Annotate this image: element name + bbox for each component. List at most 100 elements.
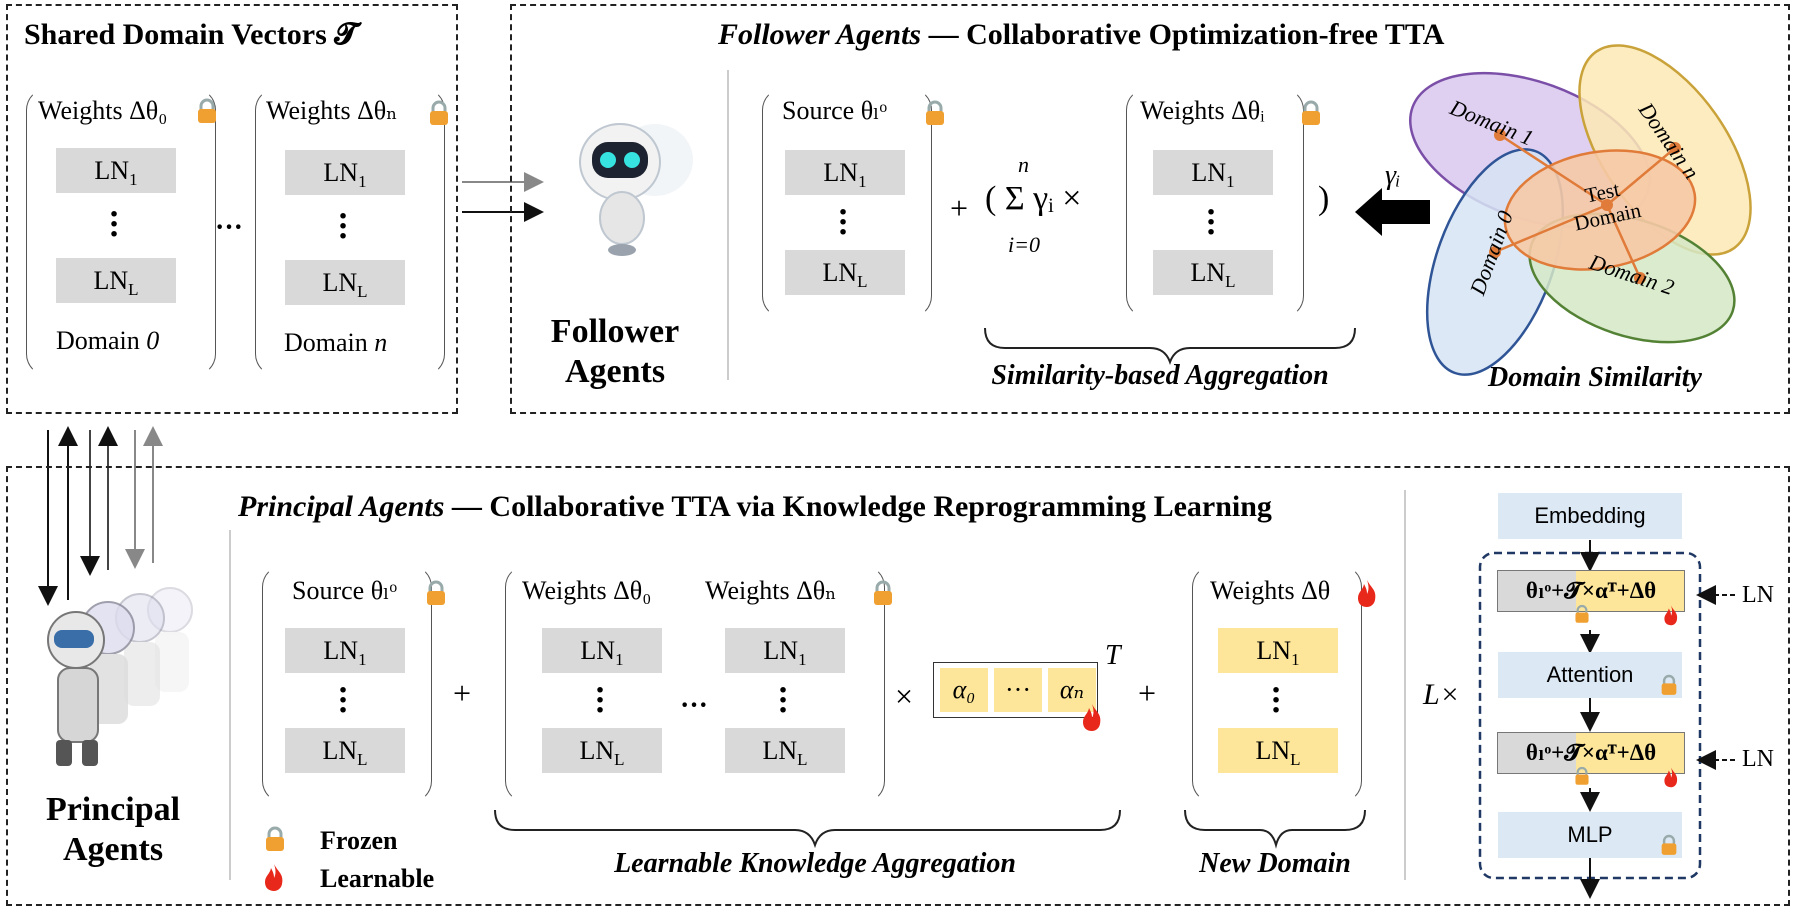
- shared-domainN-label: Domain n: [284, 328, 388, 357]
- follower-panel: [510, 4, 1790, 414]
- follower-robot-icon: [579, 123, 693, 256]
- ln-input-label-2: LN: [1742, 746, 1774, 772]
- follower-weights-vdots: ···: [1205, 194, 1217, 251]
- lock-icon-mlp: [1661, 834, 1677, 855]
- lock-icon-attention: [1661, 674, 1677, 695]
- lock-icon-principal-source: [427, 580, 445, 605]
- shared-ln1-box-0: LN1: [56, 148, 176, 193]
- principal-source-group: [262, 565, 432, 803]
- principal-times: ×: [895, 678, 914, 714]
- fire-icon-tf-row-2: [1664, 767, 1678, 788]
- principal-w0-vdots: ···: [594, 672, 606, 729]
- follower-title: Follower Agents — Collaborative Optimiza…: [718, 18, 1445, 51]
- shared-lnL-box-n: LNL: [285, 260, 405, 305]
- embedding-block: Embedding: [1498, 493, 1682, 539]
- shared-weightsN-label: Weights Δθₙ: [266, 96, 398, 125]
- principal-plus-2: +: [1138, 675, 1157, 711]
- alpha-transpose: T: [1105, 640, 1121, 671]
- follower-source-lnL: LNL: [785, 250, 905, 295]
- shared-vdots-0: ···: [108, 196, 120, 253]
- brace-learnable-aggregation: [494, 809, 1121, 849]
- principal-w0-ln1: LN1: [542, 628, 662, 673]
- gamma-label: γᵢ: [1385, 160, 1401, 191]
- shared-group-0: [26, 88, 216, 376]
- principal-source-lnL: LNL: [285, 728, 405, 773]
- alpha-dots: ···: [994, 668, 1042, 712]
- follower-weights-ln1: LN1: [1153, 150, 1273, 195]
- sum-expression: ( Σ γᵢ ×: [985, 180, 1082, 217]
- follower-plus: +: [950, 190, 969, 226]
- sum-bottom: i=0: [1008, 232, 1040, 257]
- sum-top: n: [1018, 152, 1029, 177]
- brace-similarity-aggregation: [984, 327, 1356, 365]
- legend-learnable: Learnable: [320, 864, 435, 893]
- shared-weights0-label: Weights Δθ₀: [38, 96, 168, 125]
- principal-weights0-label: Weights Δθ₀: [522, 576, 652, 605]
- transformer-repeat: L×: [1423, 678, 1460, 711]
- fire-icon-alpha: [1083, 704, 1101, 731]
- fire-icon: [265, 864, 283, 891]
- shared-group-n: [255, 88, 445, 376]
- mlp-block: MLP: [1498, 812, 1682, 858]
- ellipse-test-domain: [1503, 149, 1697, 271]
- follower-source-group: [762, 88, 932, 318]
- shared-vdots-n: ···: [337, 198, 349, 255]
- follower-weights-label: Weights Δθᵢ: [1140, 96, 1265, 125]
- shared-vectors-panel: [6, 4, 458, 414]
- alpha-0: α₀: [940, 668, 988, 712]
- brace-new-domain: [1184, 809, 1366, 849]
- shared-lnL-box-0: LNL: [56, 258, 176, 303]
- alpha-n: αₙ: [1048, 668, 1096, 712]
- shared-ln1-box-n: LN1: [285, 150, 405, 195]
- caption-domain-similarity: Domain Similarity: [1488, 362, 1702, 393]
- ln-input-label-1: LN: [1742, 582, 1774, 608]
- sum-close-paren: ): [1318, 180, 1330, 217]
- principal-title: Principal Agents — Collaborative TTA via…: [238, 490, 1272, 523]
- shared-ellipsis: ···: [215, 212, 244, 243]
- principal-weights-ellipsis: ···: [680, 690, 709, 721]
- fire-icon-tf-row-1: [1664, 605, 1678, 626]
- lock-icon-shared-0: [198, 98, 216, 123]
- principal-new-group: [1192, 565, 1362, 803]
- follower-weights-group: [1126, 88, 1304, 318]
- principal-wn-lnL: LNL: [725, 728, 845, 773]
- principal-weightsN-label: Weights Δθₙ: [705, 576, 837, 605]
- fire-icon-new-domain: [1358, 580, 1376, 607]
- principal-source-label: Source θₗᵒ: [292, 576, 397, 605]
- shared-title: Shared Domain Vectors 𝓣: [24, 18, 358, 51]
- principal-weightsNew-label: Weights Δθ: [1210, 576, 1331, 605]
- lock-icon-tf-row-2: [1575, 766, 1589, 785]
- follower-weights-lnL: LNL: [1153, 250, 1273, 295]
- lock-icon-principal-weights: [874, 580, 892, 605]
- caption-new-domain: New Domain: [1199, 848, 1351, 879]
- follower-source-vdots: ···: [837, 194, 849, 251]
- principal-source-ln1: LN1: [285, 628, 405, 673]
- attention-block: Attention: [1498, 652, 1682, 698]
- principal-new-lnL: LNL: [1218, 728, 1338, 773]
- lock-icon-follower-weights: [1302, 100, 1320, 125]
- principal-plus-1: +: [453, 675, 472, 711]
- shared-domain0-label: Domain 0: [56, 326, 160, 355]
- principal-new-vdots: ···: [1270, 672, 1282, 729]
- follower-source-label: Source θₗᵒ: [782, 96, 887, 125]
- follower-source-ln1: LN1: [785, 150, 905, 195]
- principal-w0-lnL: LNL: [542, 728, 662, 773]
- lock-icon-shared-n: [430, 100, 448, 125]
- lock-icon: [266, 826, 284, 851]
- legend-frozen: Frozen: [320, 826, 398, 855]
- principal-wn-vdots: ···: [777, 672, 789, 729]
- ln-formula-row-1: θₗᵒ+𝓣×αᵀ+Δθ: [1497, 570, 1685, 612]
- principal-source-vdots: ···: [337, 672, 349, 729]
- principal-new-ln1: LN1: [1218, 628, 1338, 673]
- caption-learnable-aggregation: Learnable Knowledge Aggregation: [614, 848, 1016, 879]
- principal-robots-icon: [47, 587, 193, 766]
- lock-icon-tf-row-1: [1575, 604, 1589, 623]
- principal-wn-ln1: LN1: [725, 628, 845, 673]
- principal-panel: [6, 466, 1790, 906]
- lock-icon-follower-source: [926, 100, 944, 125]
- principal-weights-group: [505, 565, 885, 803]
- gamma-arrow: [1355, 188, 1430, 236]
